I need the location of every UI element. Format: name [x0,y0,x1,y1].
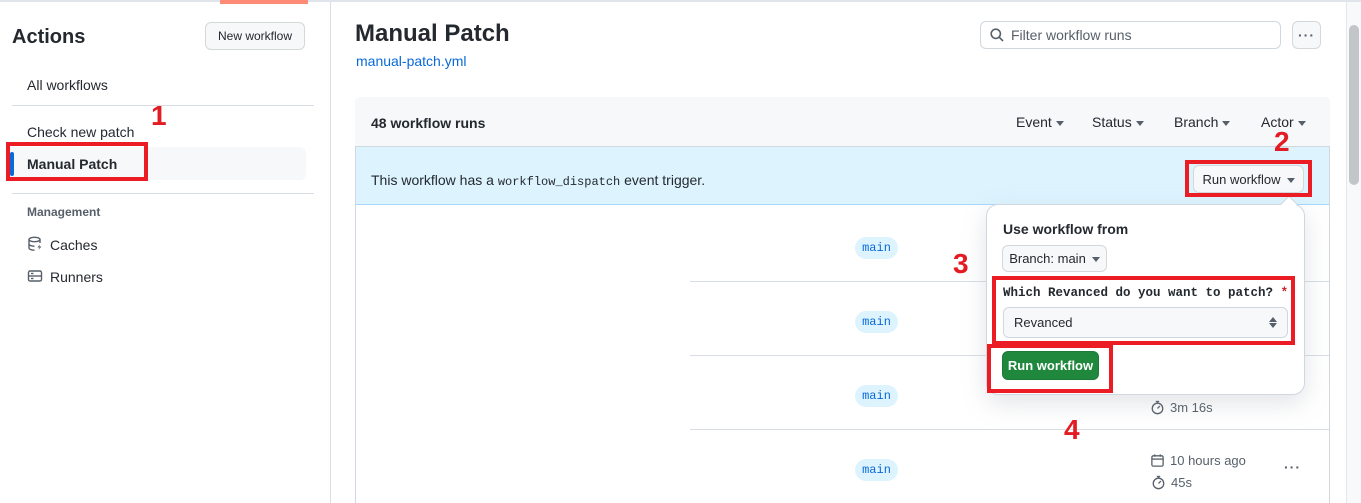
sidebar-title: Actions [12,26,86,48]
database-icon [27,236,43,252]
filter-event[interactable]: Event [1016,114,1064,130]
row-kebab-button[interactable]: ··· [1284,459,1301,475]
runs-card-header [355,97,1330,147]
management-heading: Management [27,205,101,219]
page-kebab-button[interactable]: ··· [1292,21,1321,49]
chevron-down-icon [1055,120,1064,126]
runs-count: 48 workflow runs [371,115,486,131]
run-duration: 45s [1151,475,1192,490]
banner-text: This workflow has a workflow_dispatch ev… [371,172,706,189]
annotation-number-3: 3 [953,248,969,279]
active-indicator [10,152,14,176]
run-time: 10 hours ago [1150,453,1246,468]
filter-status[interactable]: Status [1092,114,1144,130]
search-icon [989,27,1005,43]
search-box[interactable] [980,21,1281,49]
run-workflow-submit-button[interactable]: Run workflow [1002,351,1099,380]
filter-actor[interactable]: Actor [1261,114,1306,130]
chevron-down-icon [1091,257,1100,262]
search-input[interactable] [1011,27,1272,43]
chevron-down-icon [1286,177,1295,183]
workflow-file-link[interactable]: manual-patch.yml [356,53,467,69]
select-updown-icon [1269,317,1277,328]
branch-badge[interactable]: main [855,311,898,333]
branch-badge[interactable]: main [855,385,898,407]
sidebar-divider [12,105,314,106]
sidebar-item-caches[interactable]: Caches [50,237,98,253]
required-marker: * [1280,286,1289,300]
workflow-input-label: Which Revanced do you want to patch? * [1003,286,1289,300]
run-duration: 3m 16s [1150,400,1213,415]
stopwatch-icon [1150,400,1165,415]
stopwatch-icon [1151,475,1166,490]
sidebar-item-manual-patch[interactable] [7,147,306,180]
sidebar-item-all-workflows[interactable]: All workflows [27,77,108,93]
chevron-down-icon [1222,120,1231,126]
sidebar-item-manual-patch-label[interactable]: Manual Patch [27,156,118,172]
annotation-number-2: 2 [1274,126,1290,157]
page-title: Manual Patch [355,20,510,47]
annotation-number-1: 1 [151,100,167,131]
branch-badge[interactable]: main [855,237,898,259]
new-workflow-button[interactable]: New workflow [205,22,305,50]
sidebar-item-check-new-patch[interactable]: Check new patch [27,124,135,140]
chevron-down-icon [1135,120,1144,126]
popup-heading: Use workflow from [1003,221,1129,237]
calendar-icon [1150,453,1165,468]
chevron-down-icon [1297,120,1306,126]
server-icon [27,268,43,284]
branch-select-button[interactable]: Branch: main [1002,245,1107,272]
row-divider [690,429,1329,430]
top-border [0,0,1361,2]
code-workflow-dispatch: workflow_dispatch [497,175,621,189]
filter-branch[interactable]: Branch [1174,114,1231,130]
annotation-number-4: 4 [1064,414,1080,445]
revanced-select[interactable]: Revanced [1003,307,1288,338]
workflow-dispatch-banner [356,147,1329,205]
sidebar-item-runners[interactable]: Runners [50,269,103,285]
sidebar-divider [12,193,314,194]
scrollbar-thumb[interactable] [1349,25,1359,185]
sidebar-divider-vertical [330,2,331,503]
cropped-annotation-bar [220,0,308,4]
run-workflow-dropdown-button[interactable]: Run workflow [1193,165,1304,193]
branch-badge[interactable]: main [855,459,898,481]
